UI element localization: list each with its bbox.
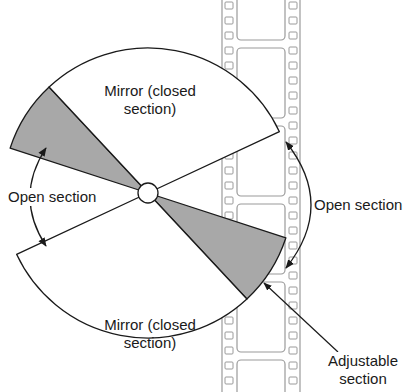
sprocket-hole — [289, 2, 297, 9]
film-frame — [237, 360, 285, 392]
open-section-label: Open section — [6, 188, 98, 206]
sprocket-hole — [289, 107, 297, 114]
adjustable-section-label: Adjustable section — [316, 352, 410, 388]
sprocket-hole — [289, 92, 297, 99]
sprocket-hole — [289, 287, 297, 294]
open-section-label: Open section — [312, 196, 404, 214]
sector-label: Mirror (closed section) — [90, 316, 210, 352]
sprocket-hole — [225, 32, 233, 39]
sprocket-hole — [225, 377, 233, 384]
sprocket-hole — [225, 17, 233, 24]
sprocket-hole — [289, 182, 297, 189]
shutter-hub — [138, 183, 158, 203]
sprocket-hole — [225, 2, 233, 9]
sprocket-hole — [289, 197, 297, 204]
sprocket-hole — [289, 317, 297, 324]
sprocket-hole — [225, 362, 233, 369]
sprocket-hole — [289, 17, 297, 24]
sprocket-hole — [225, 197, 233, 204]
film-strip — [222, 0, 300, 392]
sprocket-hole — [289, 47, 297, 54]
sector-label: Mirror (closed section) — [90, 82, 210, 118]
sprocket-hole — [289, 212, 297, 219]
sprocket-hole — [289, 272, 297, 279]
sprocket-hole — [225, 62, 233, 69]
rotation-arrow — [286, 142, 311, 268]
sprocket-hole — [289, 62, 297, 69]
sprocket-hole — [225, 182, 233, 189]
sprocket-hole — [289, 242, 297, 249]
sprocket-hole — [289, 362, 297, 369]
sprocket-hole — [289, 347, 297, 354]
sprocket-hole — [289, 332, 297, 339]
leader-line — [264, 283, 338, 352]
sprocket-hole — [225, 317, 233, 324]
sprocket-hole — [225, 47, 233, 54]
sprocket-hole — [289, 122, 297, 129]
mirror-sector — [49, 48, 279, 193]
film-frame — [237, 0, 285, 40]
sprocket-hole — [289, 137, 297, 144]
sprocket-hole — [225, 167, 233, 174]
sprocket-hole — [289, 77, 297, 84]
sprocket-hole — [289, 32, 297, 39]
sprocket-hole — [289, 377, 297, 384]
sprocket-hole — [289, 227, 297, 234]
sprocket-hole — [225, 347, 233, 354]
sprocket-hole — [289, 167, 297, 174]
mirror-section: Mirror (closed section) — [90, 82, 210, 118]
mirror-section: Mirror (closed section) — [90, 316, 210, 352]
sprocket-hole — [225, 332, 233, 339]
